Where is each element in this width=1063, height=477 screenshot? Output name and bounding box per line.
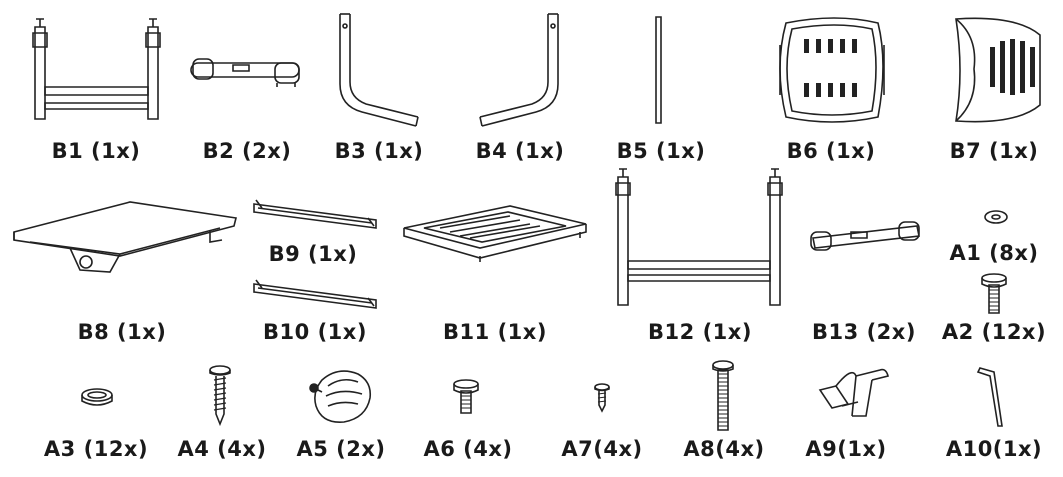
part-label: B1 (1x) <box>51 139 141 163</box>
bolt-icon <box>980 272 1008 318</box>
bracket-icon <box>812 368 896 422</box>
part-label: A8(4x) <box>683 437 765 461</box>
part-label: B12 (1x) <box>648 320 752 344</box>
wood-screw-icon <box>206 364 234 428</box>
drawer-tray-icon <box>400 202 590 266</box>
rail-icon <box>250 198 380 234</box>
spacer-ring-icon <box>78 386 116 410</box>
part-label: B5 (1x) <box>616 139 706 163</box>
part-label: B13 (2x) <box>812 320 916 344</box>
part-label: B7 (1x) <box>949 139 1039 163</box>
desk-top-icon <box>10 196 240 276</box>
part-label: A7(4x) <box>561 437 643 461</box>
part-label: A3 (12x) <box>43 437 149 461</box>
part-label: B4 (1x) <box>475 139 565 163</box>
part-label: B11 (1x) <box>443 320 547 344</box>
foot-bar-icon <box>805 218 925 254</box>
part-label: B8 (1x) <box>77 320 167 344</box>
rod-icon <box>652 15 666 127</box>
small-screw-icon <box>592 382 612 414</box>
long-bolt-icon <box>708 360 738 434</box>
allen-key-icon <box>974 362 1014 432</box>
part-label: A9(1x) <box>805 437 887 461</box>
l-tube-left-icon <box>330 12 420 130</box>
part-label: A1 (8x) <box>949 241 1039 265</box>
leg-frame-icon <box>25 15 165 125</box>
part-label: B9 (1x) <box>268 242 358 266</box>
washer-icon <box>982 208 1010 226</box>
part-label: A4 (4x) <box>177 437 267 461</box>
part-label: B6 (1x) <box>786 139 876 163</box>
part-label: B2 (2x) <box>202 139 292 163</box>
part-label: A5 (2x) <box>296 437 386 461</box>
leg-frame-icon <box>608 163 788 311</box>
part-label: A6 (4x) <box>423 437 513 461</box>
seat-pad-icon <box>772 15 890 125</box>
bolt-icon <box>452 378 480 418</box>
part-label: A10(1x) <box>945 437 1043 461</box>
foot-bar-icon <box>185 55 305 91</box>
knob-icon <box>306 366 372 428</box>
part-label: A2 (12x) <box>941 320 1047 344</box>
part-label: B10 (1x) <box>263 320 367 344</box>
back-pad-icon <box>948 15 1048 127</box>
l-tube-right-icon <box>478 12 568 130</box>
part-label: B3 (1x) <box>334 139 424 163</box>
rail-icon <box>250 278 380 314</box>
